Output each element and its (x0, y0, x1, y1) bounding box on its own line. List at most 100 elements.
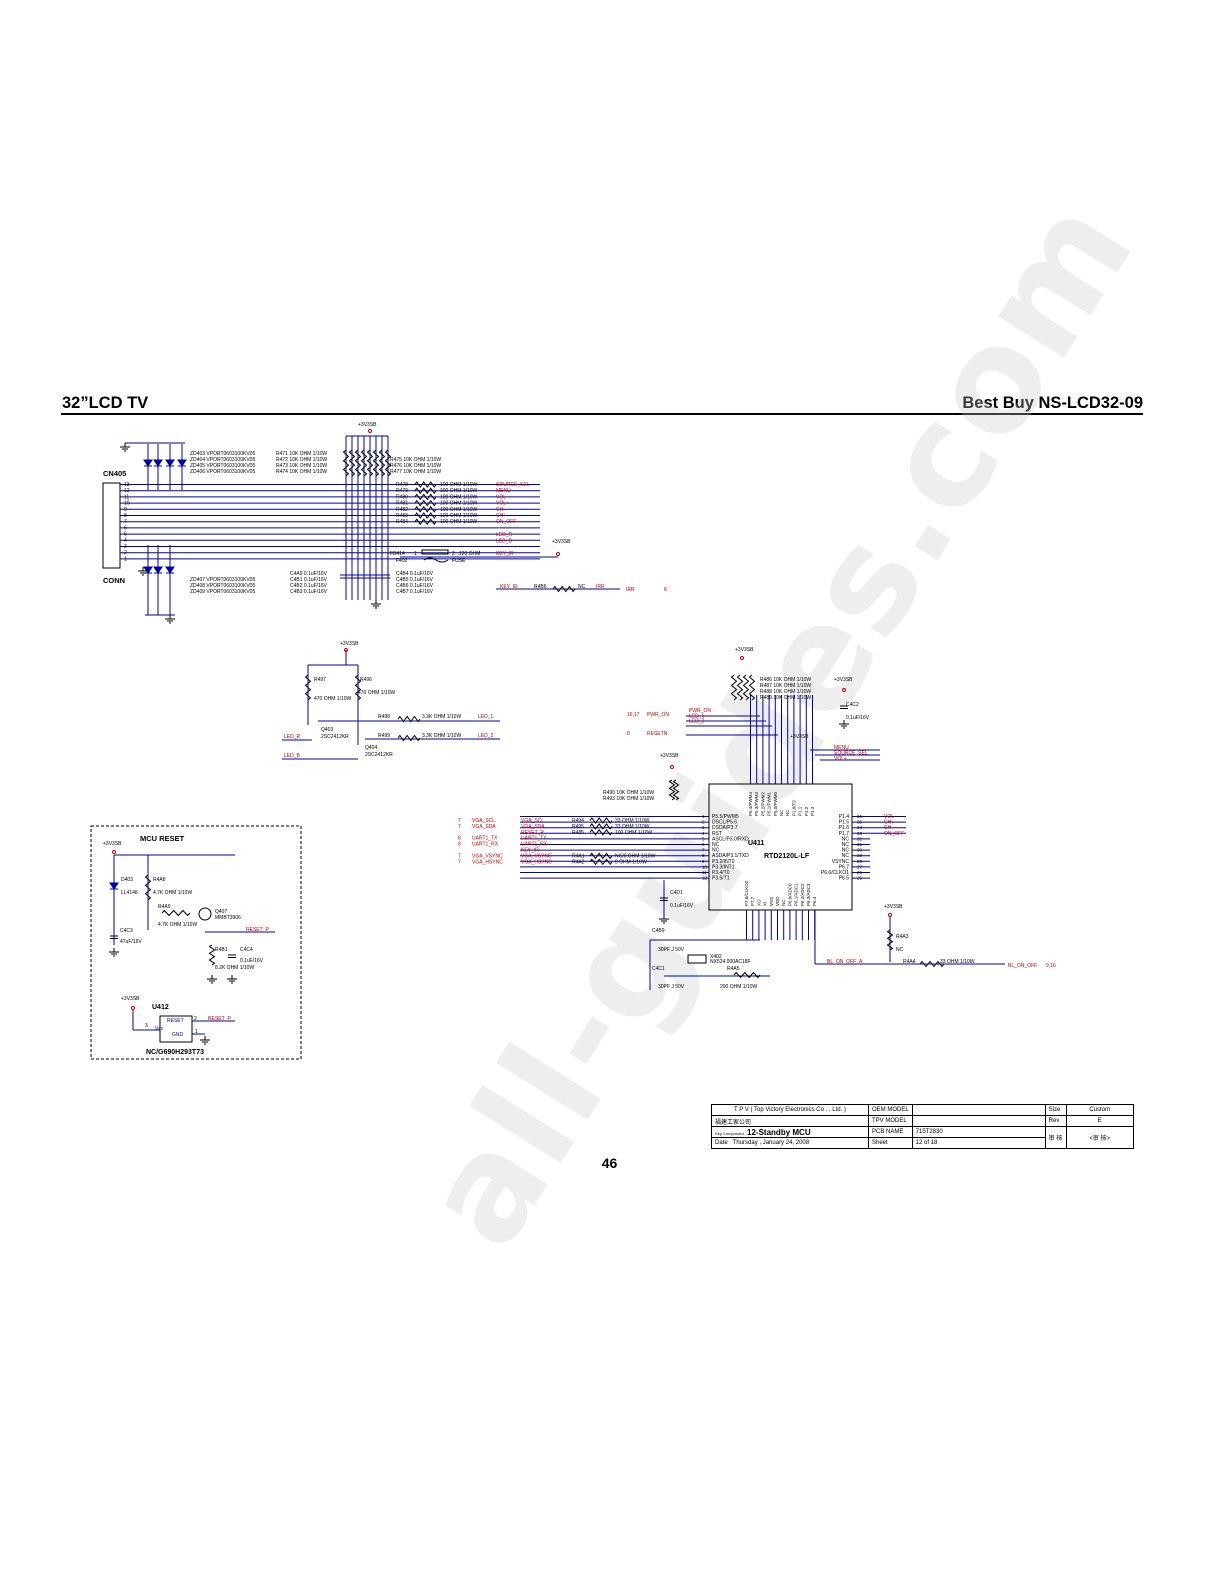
mcu-pullup-resistor (748, 674, 756, 701)
mcu-right-pin-num: 27 (857, 864, 863, 869)
tb-sheet-label: Sheet (868, 1137, 913, 1149)
pullup-resistor (342, 449, 350, 477)
cap-left-label: C4B1 0.1uF/16V (290, 577, 328, 583)
power-symbol (842, 688, 846, 692)
u412-body (159, 1015, 193, 1043)
connector-pin-number: 1 (124, 556, 127, 562)
zener-top-label: ZD404 VPORT0603100KV05 (190, 457, 255, 463)
series-resistor (414, 505, 437, 513)
mcu-right-pin: VSYNC (832, 859, 850, 865)
power-symbol (888, 913, 892, 917)
mcu-bottom-pin: P6.2/ADC2 (800, 883, 805, 906)
mcu-in-resistor (589, 858, 613, 866)
power-label: +3V3SB (358, 422, 377, 428)
series-resistor-net: SOURCE_SEL (496, 482, 530, 488)
pullup-resistor (384, 449, 392, 477)
r4b1-resistor (208, 944, 216, 966)
ferrite-pin: 2 (452, 551, 455, 557)
power-symbol (112, 850, 116, 854)
tb-size-label: Size (1044, 1104, 1067, 1116)
led-r496-ref: R496 (360, 677, 372, 683)
mcu-top-pin: NC (785, 809, 790, 816)
pullup-left-label: R474 10K OHM 1/10W (276, 469, 327, 475)
u412-pin-reset: RESET (167, 1018, 184, 1024)
key-ir-out: IRR (596, 584, 605, 590)
series-resistor-ref: R478 (396, 482, 408, 488)
r4a9-ref: R4A9 (158, 904, 171, 910)
mcu-in-page: 8 (458, 836, 461, 842)
mcu-pullup-label: R488 10K OHM 1/10W (760, 689, 811, 695)
zener-bottom-label: ZD409 VPORT0603100KV05 (190, 589, 255, 595)
power-symbol (670, 765, 674, 769)
power-label: +3V3SB (790, 734, 809, 740)
series-resistor-value: 100 OHM 1/10W (440, 519, 478, 525)
ferrite-pin: 1 (414, 551, 417, 557)
mcu-left-pin: P3.2/INT0 (712, 859, 735, 865)
mcu-in-value: 100 OHM 1/10W (615, 830, 653, 836)
mcu-right-net: VOL- (884, 814, 896, 820)
pullup-left-label: R471 10K OHM 1/10W (276, 451, 327, 457)
q407-part: MMBT3906 (215, 915, 241, 921)
led-r-net: LED_R (284, 734, 301, 740)
series-resistor-net: VOL+ (496, 501, 509, 507)
led-q404: Q404 (365, 745, 377, 751)
series-resistor-net: CH+ (496, 513, 506, 519)
cap-left-label: C4B3 0.1uF/16V (290, 589, 328, 595)
mcu-left-pin-num: 10 (702, 864, 708, 869)
mcu-in-local: VGA_SDA (521, 824, 545, 830)
series-resistor-ref: R483 (396, 513, 408, 519)
mcu-in-page: 7 (458, 824, 461, 830)
led-r496-value: 470 OHM 1/10W (358, 690, 396, 696)
mcu-right-pin: NC (842, 836, 850, 842)
key-ir-ref: R4B6 (534, 584, 547, 590)
series-resistor-value: 100 OHM 1/10W (440, 513, 478, 519)
mcu-left-pin: RST (712, 831, 722, 837)
mcu-left-pin: ASDA/P3.1/TXD (712, 853, 749, 859)
tb-tpv-label: TPV MODEL (868, 1115, 913, 1127)
series-resistor-value: 100 OHM 1/10W (440, 488, 478, 494)
zener-diode-top (153, 459, 163, 467)
mcu-in-ref: R4A1 (572, 853, 585, 859)
mcu-right-pin-num: 28 (857, 859, 863, 864)
tb-oem-value (911, 1104, 1046, 1116)
zener-diode-top (143, 459, 153, 467)
crystal-part: NX524.000AC18F (710, 959, 751, 965)
mcu-right-pin-num: 35 (857, 820, 863, 825)
mcu-top-pin: NC (779, 809, 784, 816)
mcu-right-pin-num: 31 (857, 842, 863, 847)
led-r499-value: 3.3K OHM 1/10W (422, 733, 461, 739)
power-label: +3V3SB (660, 753, 679, 759)
mcu-top-pin: P1.3 (810, 806, 815, 816)
tb-company: T P V ( Top Victory Electronics Co . , L… (711, 1104, 869, 1116)
mcu-right-pin: P6.7 (839, 864, 850, 870)
mcu-left-net-page: 16,17 (627, 712, 640, 718)
power-symbol (368, 429, 372, 433)
mcu-bottom-pin: XO (756, 899, 761, 906)
mcu-left-pin-num: 8 (702, 853, 705, 858)
mcu-right-pin-num: 33 (857, 831, 863, 836)
series-resistor-value: 100 OHM 1/10W (440, 482, 478, 488)
mcu-top-pin: P1.2 (804, 806, 809, 816)
series-resistor-ref: R481 (396, 501, 408, 507)
mcu-right-net: CH- (884, 825, 893, 831)
mcu-right-pin: P1.6 (839, 825, 850, 831)
u412-ref: U412 (152, 1004, 169, 1011)
series-resistor-ref: R484 (396, 519, 408, 525)
key-ir-page: 8 (664, 587, 667, 593)
mcu-left-net-page: 8 (627, 731, 630, 737)
tb-sheet-title-cell: Key Component 12-Standby MCU (711, 1126, 869, 1138)
mcu-left-pin-num: 5 (702, 836, 705, 841)
series-resistor-ref: R479 (396, 488, 408, 494)
key-ir-value: NC (578, 584, 586, 590)
mcu-in-ref: R485 (572, 830, 584, 836)
mcu-right-net: ON_OFF (884, 831, 904, 837)
led-r497-ref: R497 (314, 677, 326, 683)
series-resistor (414, 512, 437, 519)
series-resistor-value: 100 OHM 1/10W (440, 507, 478, 513)
mcu-in-value: 33 OHM 1/10W (615, 818, 650, 824)
mcu-u411-body (708, 783, 853, 911)
key-ir-out2: IRR (626, 587, 635, 593)
mcu-bottom-pin: XI (763, 902, 768, 906)
mcu-right-pin: NC (842, 848, 850, 854)
